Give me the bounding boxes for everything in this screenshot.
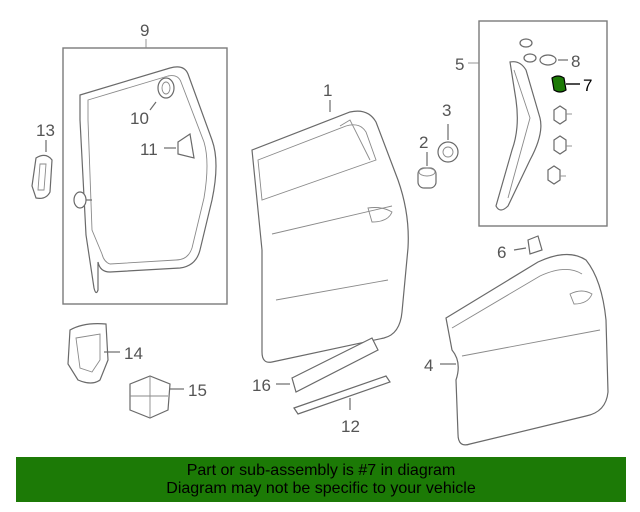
callout-3: 3 <box>442 101 451 120</box>
washer-8 <box>539 54 557 66</box>
callout-2: 2 <box>419 133 428 152</box>
callout-12: 12 <box>341 417 360 436</box>
callout-15: 15 <box>188 381 207 400</box>
clip-7-highlighted[interactable] <box>551 75 567 93</box>
molding-12 <box>293 375 391 415</box>
grommet-3 <box>437 141 459 163</box>
group-box-9 <box>62 47 228 305</box>
door-panel-1 <box>251 110 409 363</box>
door-weatherstrip <box>79 66 217 294</box>
info-banner: Part or sub-assembly is #7 in diagram Di… <box>16 457 626 502</box>
callout-14: 14 <box>124 344 143 363</box>
callout-1: 1 <box>323 81 332 100</box>
parts-diagram: 9 10 11 13 1 2 3 5 8 7 <box>31 20 609 446</box>
callout-9: 9 <box>140 21 149 40</box>
group-box-5 <box>478 20 608 227</box>
callout-7: 7 <box>583 76 592 95</box>
cover-13 <box>31 154 53 199</box>
callout-4: 4 <box>424 356 433 375</box>
callout-11: 11 <box>140 140 158 159</box>
clip-6 <box>527 235 543 255</box>
cover-14 <box>67 323 109 384</box>
callout-8: 8 <box>571 52 580 71</box>
banner-line-1: Part or sub-assembly is #7 in diagram <box>186 461 456 479</box>
clip-10 <box>157 77 175 99</box>
garnish-16 <box>291 337 379 393</box>
callout-10: 10 <box>130 109 149 128</box>
callout-5: 5 <box>455 55 464 74</box>
callout-16: 16 <box>252 376 271 395</box>
bumper-2 <box>417 167 437 189</box>
garnish-strip <box>495 61 542 211</box>
door-skin-4 <box>445 253 609 446</box>
callout-6: 6 <box>497 243 506 262</box>
callout-13: 13 <box>36 121 55 140</box>
bracket-11 <box>177 132 195 159</box>
banner-line-2: Diagram may not be specific to your vehi… <box>166 479 476 497</box>
